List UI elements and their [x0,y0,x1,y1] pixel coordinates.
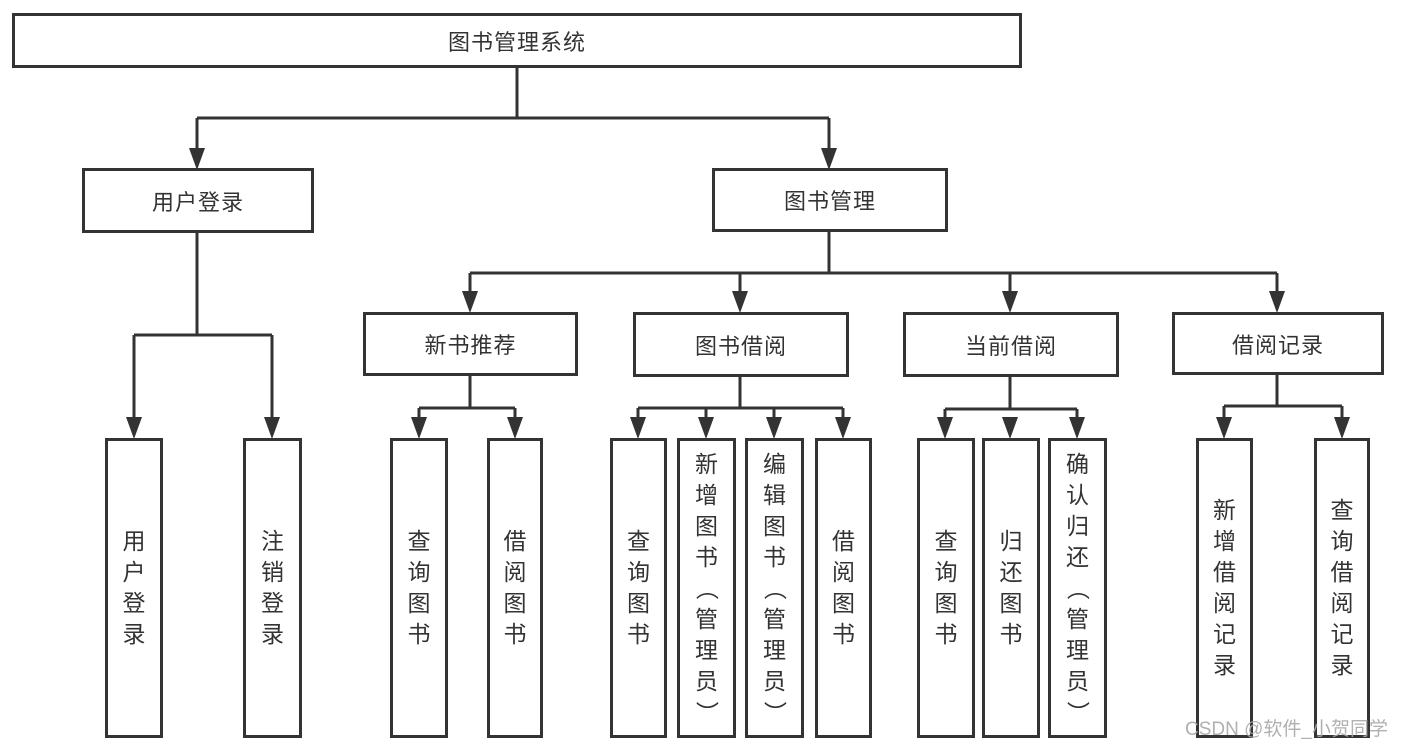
connector-bookmgmt-split [468,232,1279,294]
node-user-login: 用户登录 [82,168,314,233]
leaf-label: 查询图书 [627,528,650,647]
node-label: 图书管理系统 [447,29,586,55]
node-book-management: 图书管理 [712,168,948,232]
leaf-query-book-borrowing: 查询图书 [610,438,667,738]
node-borrowing-records: 借阅记录 [1172,312,1384,375]
csdn-watermark: CSDN @软件_小贺同学 [1185,719,1388,740]
arrowhead [411,417,427,439]
leaf-query-book-recommend: 查询图书 [390,438,448,738]
leaf-query-borrow-record: 查询借阅记录 [1314,438,1370,738]
arrowhead [126,417,142,439]
node-label: 图书借阅 [694,333,787,359]
connector-userlogin-split [132,233,274,420]
leaf-label: 确认归还（管理员） [1065,450,1091,724]
arrowhead [1269,291,1285,313]
node-label: 当前借阅 [964,333,1057,359]
leaf-borrow-book-recommend: 借阅图书 [487,438,543,738]
leaf-label: 借阅图书 [832,528,855,647]
leaf-add-borrow-record: 新增借阅记录 [1196,438,1253,738]
connector-borrow-split [636,376,845,420]
leaf-return-book: 归还图书 [982,438,1040,738]
leaf-label: 借阅图书 [503,528,527,647]
leaf-logout: 注销登录 [243,438,302,738]
arrowhead [189,148,205,170]
connector-root-split [195,68,831,152]
arrowhead [1002,417,1018,439]
arrowhead [937,417,953,439]
leaf-user-login: 用户登录 [105,438,163,738]
leaf-edit-book-admin: 编辑图书（管理员） [745,438,804,738]
leaf-label: 查询图书 [934,528,958,647]
node-label: 用户登录 [151,189,244,215]
node-current-borrowing: 当前借阅 [903,312,1119,377]
arrowhead [732,291,748,313]
leaf-label: 新增借阅记录 [1213,497,1236,678]
arrowhead [766,417,782,439]
leaf-label: 归还图书 [999,528,1023,647]
leaf-add-book-admin: 新增图书（管理员） [677,438,736,738]
leaf-label: 新增图书（管理员） [694,450,720,724]
leaf-query-book-current: 查询图书 [917,438,975,738]
node-new-book-recommendation: 新书推荐 [363,312,578,376]
node-label: 借阅记录 [1231,332,1324,358]
leaf-confirm-return-admin: 确认归还（管理员） [1048,438,1107,738]
arrowhead [264,417,280,439]
leaf-label: 注销登录 [261,528,284,647]
connector-records-split [1222,375,1344,420]
leaf-label: 用户登录 [122,528,146,647]
arrowhead [1216,417,1232,439]
arrowhead [835,417,851,439]
connector-current-split [943,377,1079,420]
arrowhead [462,291,478,313]
arrowhead [698,417,714,439]
node-label: 新书推荐 [424,333,517,358]
node-book-borrowing: 图书借阅 [633,312,849,377]
leaf-label: 查询借阅记录 [1330,497,1354,678]
leaf-label: 编辑图书（管理员） [762,450,788,724]
node-label: 图书管理 [783,189,876,214]
arrowhead [630,417,646,439]
arrowhead [1069,417,1085,439]
arrowhead [1334,417,1350,439]
connector-newbook-split [417,376,517,420]
node-library-management-system: 图书管理系统 [12,13,1022,68]
leaf-borrow-book: 借阅图书 [815,438,872,738]
leaf-label: 查询图书 [407,528,431,647]
arrowhead [1002,291,1018,313]
arrowhead [507,417,523,439]
arrowhead [821,148,837,170]
